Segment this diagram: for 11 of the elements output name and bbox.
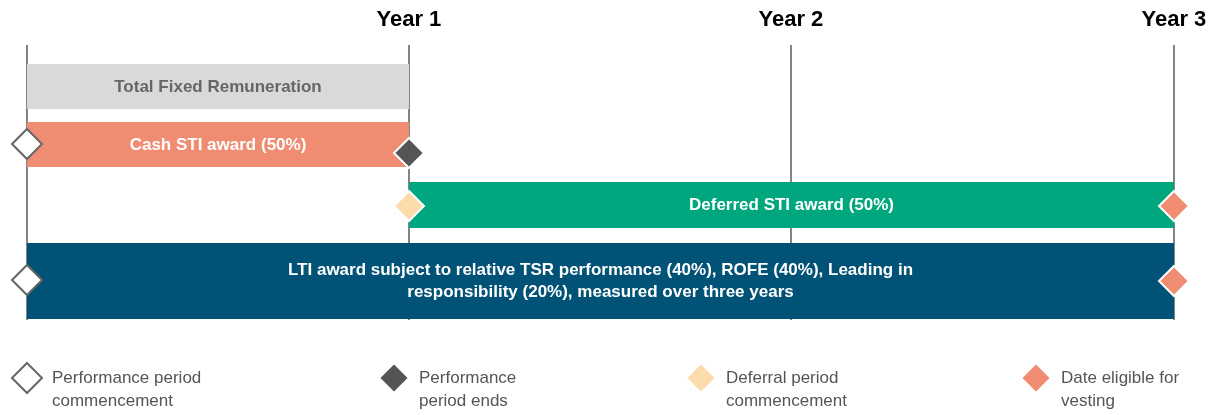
- year-label: Year 2: [758, 6, 824, 32]
- legend-label: Performance period ends: [419, 367, 518, 412]
- award-bar: Deferred STI award (50%): [409, 182, 1174, 228]
- legend-label: Deferral period commencement: [726, 367, 848, 412]
- award-bar: Cash STI award (50%): [27, 122, 409, 167]
- legend-label: Performance period commencement: [52, 367, 203, 412]
- legend-label: Date eligible for vesting: [1061, 367, 1181, 412]
- award-bar: LTI award subject to relative TSR performance (40%), ROFE (40%), Leading in responsibility (20%), measured over three years: [27, 243, 1174, 319]
- year-label: Year 3: [1141, 6, 1207, 32]
- fixed-pay-bar: Total Fixed Remuneration: [27, 64, 409, 109]
- year-label: Year 1: [376, 6, 442, 32]
